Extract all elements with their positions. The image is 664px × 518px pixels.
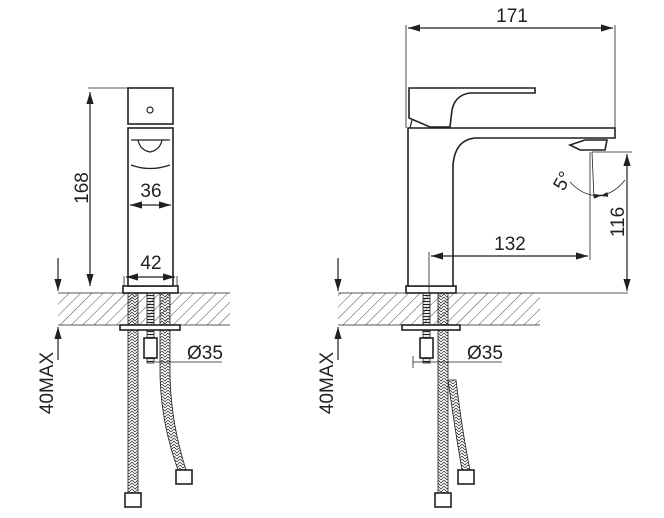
lever-handle: [408, 87, 536, 128]
spout-reach-dimension: 132: [494, 234, 526, 255]
countertop-section: [58, 293, 230, 325]
aerator: [567, 139, 608, 151]
base-plate: [405, 285, 457, 294]
mounting-nut: [419, 337, 434, 359]
base-width-dimension: 42: [140, 253, 161, 274]
indicator-icon: [146, 106, 154, 114]
base-plate: [122, 285, 179, 294]
mounting-plate: [119, 324, 181, 331]
max-thickness-dimension: 40MAX: [37, 352, 58, 415]
supply-hoses: [434, 292, 475, 508]
faucet-body-and-spout: [407, 127, 616, 287]
overall-length-dimension: 171: [496, 6, 528, 27]
mounting-plate: [401, 324, 461, 331]
max-thickness-dimension: 40MAX: [317, 352, 338, 415]
height-dimension: 168: [72, 172, 93, 204]
side-view: 171 116 132 5° 40MAX Ø35: [317, 6, 632, 508]
spout-height-dimension: 116: [608, 207, 629, 237]
mounting-nut: [143, 337, 158, 359]
angle-label: 5°: [550, 168, 577, 194]
hole-diameter-label: Ø35: [187, 343, 223, 364]
body-width-dimension: 36: [140, 181, 161, 202]
front-view: 168 36 42 40MAX Ø35: [37, 87, 230, 508]
supply-hoses: [124, 292, 193, 508]
hole-diameter-label: Ø35: [467, 343, 503, 364]
handle: [127, 87, 174, 125]
